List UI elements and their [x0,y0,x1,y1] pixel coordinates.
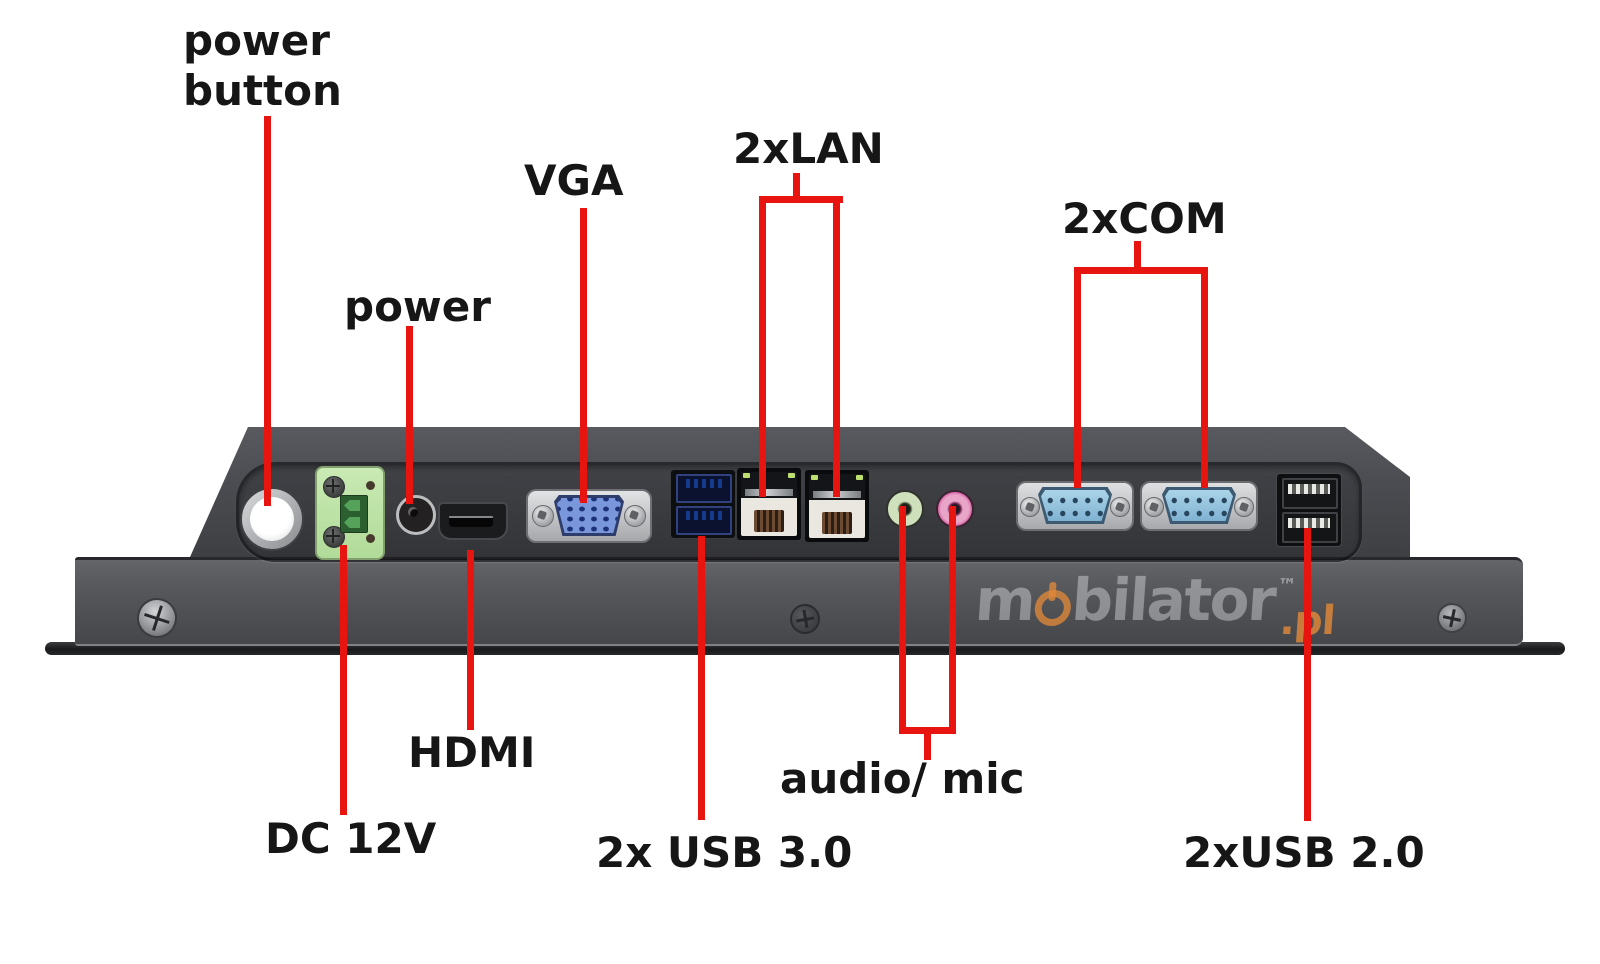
label-usb3: 2x USB 3.0 [596,828,853,877]
label-com: 2xCOM [1062,194,1227,243]
com-dsub [1162,487,1236,524]
jack-hole [408,507,418,517]
terminal-screw-icon [323,526,345,548]
com-screw-icon [1020,497,1040,517]
dc-terminal-block-icon [315,466,385,560]
watermark-tm: ™ [1276,575,1298,597]
usb3-tongue [682,511,724,520]
power-button-cap [250,497,294,541]
terminal-screw-icon [323,476,345,498]
terminal-connector [340,495,368,533]
vga-screw-icon [532,505,554,527]
lan-contact-bar [741,472,797,498]
usb3-dual-port-icon [670,469,736,539]
com-screw-icon [1110,497,1130,517]
callout-line-usb2 [1304,528,1311,821]
callout-bracket-com [1074,267,1081,488]
label-power-button-line2: button [183,66,342,116]
callout-bracket-audio [924,727,931,760]
callout-line-usb3 [698,536,705,820]
power-button-icon [240,487,304,551]
callout-bracket-lan [833,196,840,497]
hdmi-slot [449,516,493,527]
callout-bracket-audio [949,506,956,734]
vga-screw-icon [624,505,646,527]
terminal-hole [366,481,375,490]
label-power-button-line1: power [183,16,330,65]
terminal-hole [366,534,375,543]
label-vga: VGA [524,156,624,205]
usb2-tongue [1288,484,1330,494]
com-screw-icon [1144,497,1164,517]
hdmi-port-icon [438,502,508,540]
callout-bracket-lan [759,196,766,497]
callout-bracket-com [1074,267,1208,274]
label-audio-mic: audio/ mic [780,754,1025,803]
vga-pins [557,498,621,533]
usb3-port [676,506,732,535]
usb2-tongue [1288,518,1330,528]
com-pins [1168,494,1230,518]
label-dc12v: DC 12V [265,814,437,863]
callout-bracket-lan [759,196,843,203]
lan-port-icon [737,468,801,540]
com-dsub [1038,487,1112,524]
lan-contacts [754,510,784,532]
callout-bracket-lan [793,173,800,201]
watermark-body: bilator [1069,566,1277,634]
label-hdmi: HDMI [408,728,536,777]
callout-line-dc12v [340,545,347,815]
callout-line-power-button [264,116,271,506]
usb2-port [1282,478,1338,509]
lan-led-icon [856,475,863,480]
label-power-button: power button [183,16,342,117]
dc-power-jack-icon [396,495,436,535]
com-db9-port-icon [1016,481,1134,531]
power-symbol-icon [1032,582,1073,626]
lan-led-icon [788,473,795,478]
lan-contacts [822,512,852,534]
label-lan: 2xLAN [733,124,884,173]
watermark-prefix: m [972,566,1037,634]
vga-dsub [554,495,624,536]
com-pins [1044,494,1106,518]
label-usb2: 2xUSB 2.0 [1183,828,1425,877]
callout-bracket-com [1201,267,1208,488]
callout-bracket-audio [899,506,906,734]
callout-bracket-com [1134,241,1141,272]
callout-line-vga [580,208,587,503]
com-screw-icon [1234,497,1254,517]
label-power: power [344,282,491,331]
usb3-tongue [682,479,724,488]
lan-led-icon [811,475,818,480]
usb3-port [676,474,732,503]
callout-line-hdmi [467,550,474,730]
com-db9-port-icon [1140,481,1258,531]
vga-port-icon [526,489,652,543]
callout-line-power [406,326,413,504]
lan-led-icon [743,473,750,478]
